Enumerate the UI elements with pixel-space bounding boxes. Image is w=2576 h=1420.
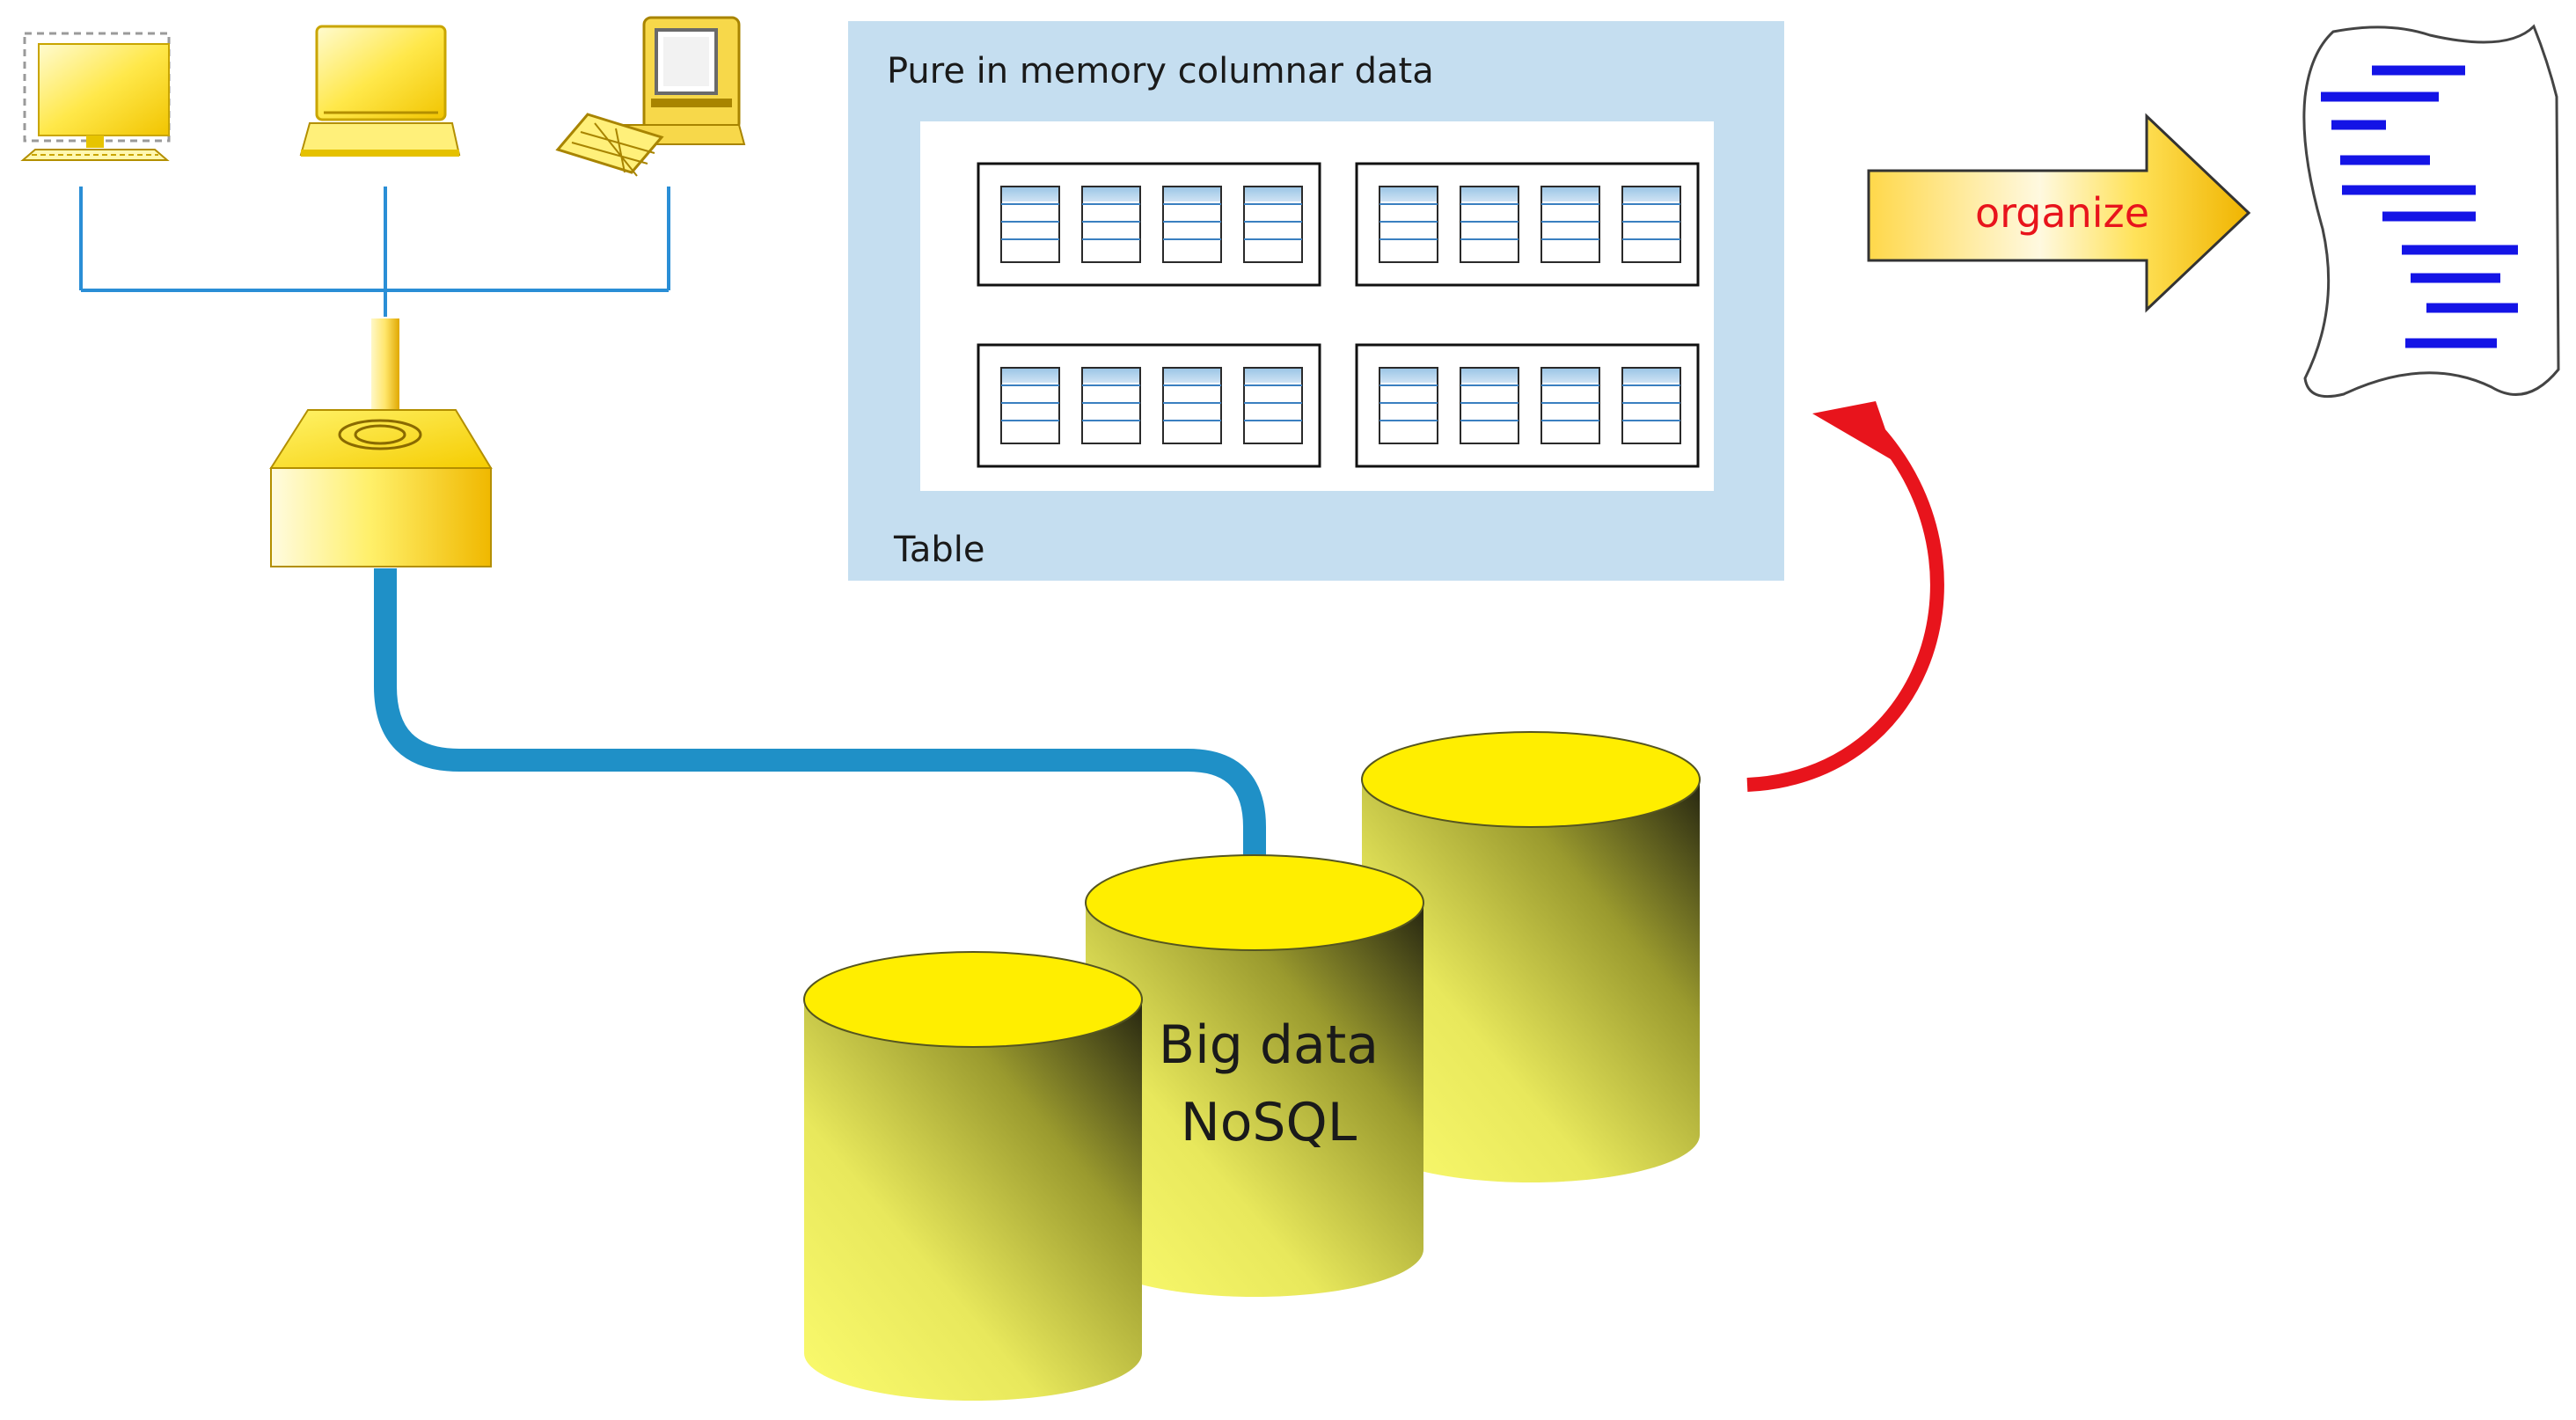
desktop-computer-icon [20, 32, 171, 161]
organize-label: organize [1975, 189, 2149, 237]
memory-panel: Pure in memory columnar data Table [848, 21, 1784, 581]
column-block [1460, 367, 1519, 444]
column-block [1379, 186, 1438, 263]
column-block [1540, 186, 1600, 263]
database-label-line2: NoSQL [1181, 1092, 1358, 1153]
blue-data-pipe [374, 568, 1283, 904]
memory-panel-title: Pure in memory columnar data [887, 51, 1434, 91]
column-block [1243, 367, 1303, 444]
database-label-line1: Big data [1159, 1014, 1379, 1076]
column-block [1243, 186, 1303, 263]
column-block [1460, 186, 1519, 263]
database-cylinder-back [1361, 731, 1701, 1182]
document-scroll-icon [2302, 24, 2560, 399]
column-block [1081, 367, 1141, 444]
column-block [1621, 186, 1681, 263]
database-cylinder-middle: Big data NoSQL [1085, 854, 1424, 1297]
organize-arrow: organize [1867, 113, 2251, 313]
database-cylinder-front [803, 951, 1143, 1401]
column-block [1540, 367, 1600, 444]
column-block [1000, 186, 1060, 263]
router-hub-icon [269, 318, 493, 567]
column-block [1162, 186, 1222, 263]
document-text-lines [2321, 65, 2518, 348]
column-block [1000, 367, 1060, 444]
memory-panel-footer: Table [893, 530, 984, 570]
red-feedback-arrow [1746, 401, 1944, 792]
column-block [1621, 367, 1681, 444]
table-groups [977, 162, 1700, 468]
workstation-icon [555, 16, 746, 177]
column-block [1162, 367, 1222, 444]
laptop-icon [299, 25, 461, 157]
network-lines [79, 187, 670, 317]
column-block [1081, 186, 1141, 263]
column-block [1379, 367, 1438, 444]
